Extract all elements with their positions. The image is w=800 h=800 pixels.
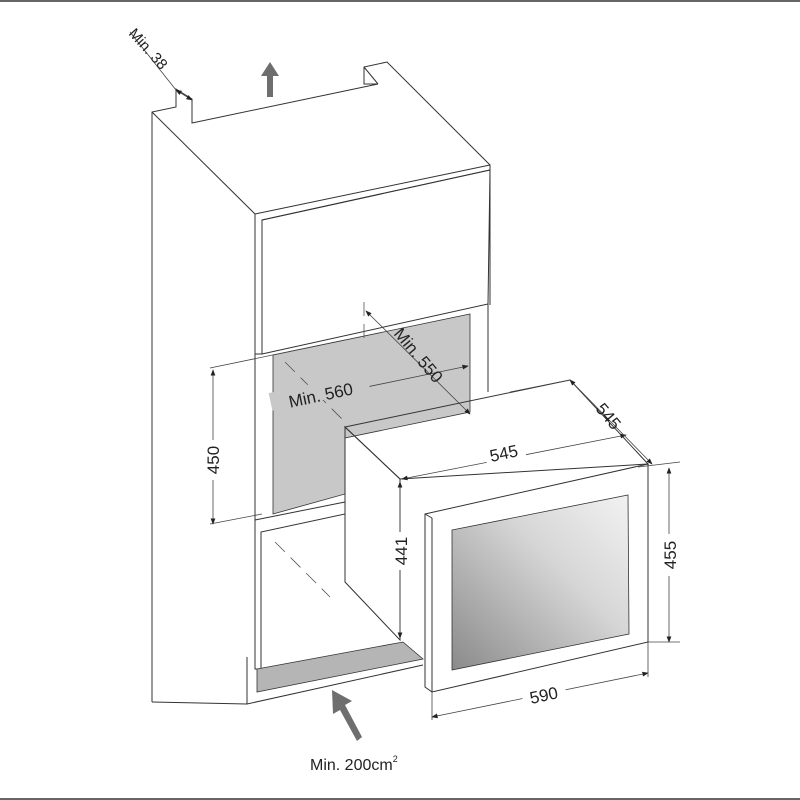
cabinet-side-edge bbox=[151, 111, 256, 215]
air-out-arrow-icon bbox=[261, 62, 279, 97]
label-body-height: 441 bbox=[392, 537, 411, 565]
lower-shelf bbox=[254, 501, 346, 670]
label-front-height: 455 bbox=[661, 541, 680, 569]
niche-opening bbox=[272, 313, 471, 515]
appliance-side bbox=[344, 425, 401, 642]
label-niche-height: 450 bbox=[204, 446, 223, 474]
label-ventilation: Min. 200cm2 bbox=[310, 754, 398, 774]
glass-door bbox=[451, 494, 630, 671]
cabinet-top-outline bbox=[151, 61, 491, 702]
label-top-clearance: Min. 38 bbox=[125, 25, 171, 73]
air-in-arrow-icon bbox=[332, 690, 362, 741]
label-appliance-depth: 545 bbox=[592, 399, 625, 433]
ventilation-opening bbox=[256, 641, 424, 693]
